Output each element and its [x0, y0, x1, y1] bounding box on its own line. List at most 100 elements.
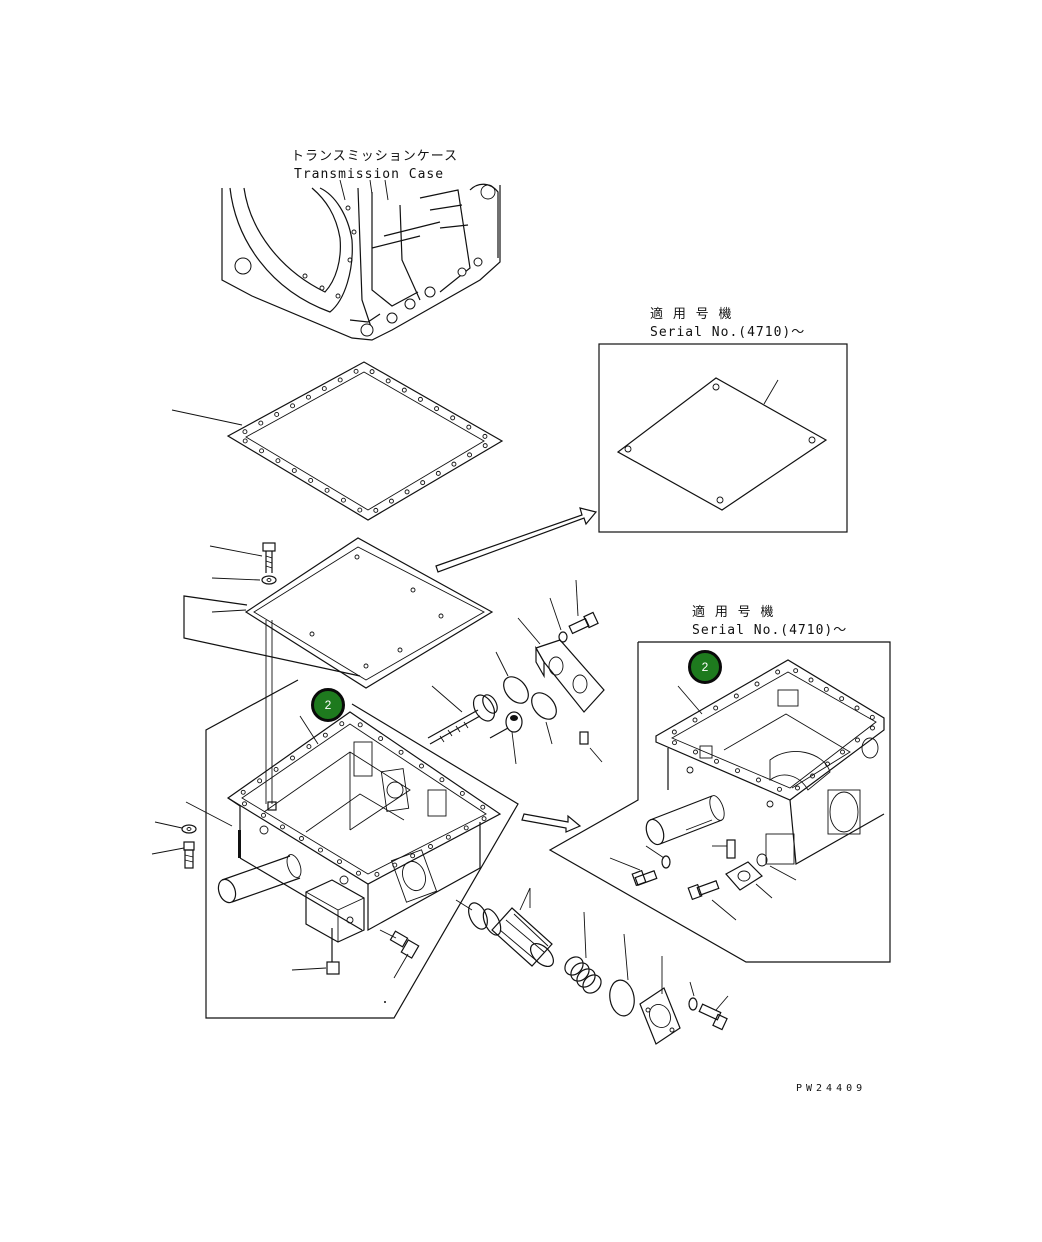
- bolt-hole: [869, 714, 875, 720]
- side-cover-plug: [579, 731, 603, 763]
- bolt-hole: [385, 378, 391, 384]
- strainer-assembly: [455, 887, 555, 968]
- gasket-large: [171, 361, 504, 521]
- bolt-hole: [273, 766, 279, 772]
- bolt-hole: [481, 816, 487, 822]
- bolt-hole: [242, 438, 248, 444]
- serial-applicability-lower-en: Serial No.(4710)～: [692, 623, 848, 638]
- bolt-hole: [398, 749, 404, 755]
- bolt-hole: [466, 424, 472, 430]
- bolt-hole: [451, 461, 457, 467]
- bolt-hole: [290, 403, 296, 409]
- bolt-hole: [825, 761, 830, 767]
- bolt-hole: [337, 377, 343, 383]
- cover-bolt: [209, 542, 276, 573]
- bolt-hole: [840, 749, 845, 755]
- flange-bolt: [698, 995, 729, 1031]
- breather-assembly: [427, 685, 498, 745]
- level-fitting: [379, 929, 420, 979]
- bolt-hole: [356, 870, 361, 876]
- o-ring-small-2: [531, 692, 557, 745]
- bolt-hole: [275, 458, 281, 464]
- bolt-hole: [870, 725, 875, 731]
- bolt-hole: [257, 778, 263, 784]
- callout-badge-serial[interactable]: 2: [688, 650, 722, 684]
- bolt-hole: [671, 729, 677, 735]
- drain-plug: [291, 928, 340, 975]
- bolt-hole: [392, 862, 398, 868]
- bolt-hole: [388, 498, 394, 504]
- bolt-hole: [258, 420, 264, 426]
- side-cover-plate: [517, 617, 605, 713]
- bolt-hole: [357, 507, 363, 513]
- pan-side-bolt: [151, 841, 195, 869]
- pan-side-washer: [154, 801, 233, 834]
- bolt-hole: [756, 777, 761, 783]
- bolt-hole: [404, 489, 410, 495]
- flange-washer: [688, 981, 698, 1011]
- bolt-hole: [291, 468, 297, 474]
- bolt-hole: [305, 394, 311, 400]
- bolt-hole: [428, 844, 433, 849]
- cover-plate: [244, 537, 494, 689]
- bolt-hole: [735, 768, 740, 774]
- bolt-hole: [401, 387, 407, 393]
- bolt-hole: [463, 825, 469, 831]
- bolt-hole: [693, 749, 698, 755]
- bolt-hole: [242, 801, 247, 807]
- bolt-hole: [410, 853, 416, 859]
- bolt-hole: [357, 722, 363, 728]
- bolt-hole: [445, 834, 451, 840]
- plug-small: [489, 711, 523, 765]
- bolt-hole: [306, 744, 312, 750]
- bolt-hole: [321, 386, 327, 392]
- cover-washer: [211, 575, 277, 585]
- bolt-hole: [240, 789, 246, 795]
- bolt-hole: [419, 763, 424, 769]
- bolt-hole: [482, 443, 488, 449]
- oil-pan-main: [217, 711, 502, 943]
- bolt-hole: [318, 847, 323, 853]
- serial-box-upper: [598, 343, 848, 533]
- bolt-hole: [435, 470, 441, 476]
- bolt-hole: [854, 705, 860, 711]
- side-cover-washer: [549, 597, 568, 643]
- bolt-hole: [480, 804, 486, 810]
- bolt-hole: [378, 736, 384, 742]
- o-ring-small-1: [495, 651, 529, 704]
- serial-applicability-lower-jp: 適 用 号 機: [692, 605, 775, 620]
- bolt-hole: [434, 406, 440, 412]
- bolt-hole: [713, 705, 719, 711]
- bolt-hole: [324, 487, 330, 493]
- bolt-hole: [290, 755, 295, 761]
- callout-badge-main[interactable]: 2: [311, 688, 345, 722]
- drawing-code: PW24409: [796, 1083, 867, 1094]
- bolt-hole: [337, 859, 342, 865]
- spring: [564, 911, 602, 994]
- bolt-hole: [374, 871, 380, 877]
- bolt-hole: [369, 369, 375, 375]
- bolt-hole: [775, 669, 781, 675]
- bolt-hole: [795, 785, 800, 791]
- bolt-hole: [855, 737, 860, 743]
- bolt-hole: [808, 677, 814, 683]
- bolt-hole: [274, 411, 280, 417]
- bolt-hole: [777, 786, 782, 792]
- bolt-hole: [340, 497, 346, 503]
- bolt-hole: [823, 686, 829, 692]
- bolt-hole: [482, 433, 488, 439]
- bolt-hole: [420, 480, 426, 486]
- bolt-hole: [339, 721, 345, 727]
- serial-box-lower: [548, 641, 891, 963]
- o-ring-strainer: [609, 933, 635, 1017]
- bolt-hole: [459, 790, 465, 796]
- bolt-hole: [692, 717, 698, 723]
- serial-applicability-upper-en: Serial No.(4710)～: [650, 325, 806, 340]
- transmission-case-label-en: Transmission Case: [294, 167, 445, 182]
- bolt-hole: [467, 452, 473, 458]
- bolt-hole: [322, 732, 328, 738]
- bolt-hole: [261, 812, 266, 818]
- bolt-hole: [733, 693, 739, 699]
- bolt-hole: [259, 448, 265, 454]
